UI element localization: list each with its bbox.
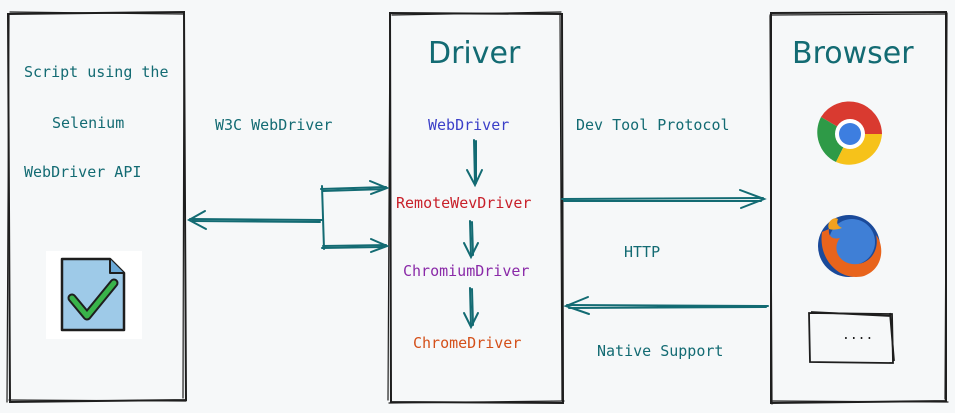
more-browsers-box (808, 311, 895, 364)
native-support-arrow (563, 296, 769, 315)
script-line2: Selenium (52, 114, 125, 132)
driver-title: Driver (428, 36, 521, 71)
devtool-label: Dev Tool Protocol (576, 116, 730, 134)
remote-webdriver-node: RemoteWevDriver (396, 194, 532, 212)
chrome-driver-node: ChromeDriver (413, 334, 522, 352)
devtool-arrow (561, 189, 767, 209)
webdriver-node: WebDriver (428, 116, 510, 134)
firefox-icon (818, 215, 882, 277)
script-box (6, 10, 188, 404)
browser-box (769, 10, 949, 405)
http-label: HTTP (624, 243, 661, 261)
more-browsers-label: .... (842, 328, 874, 343)
chromium-driver-node: ChromiumDriver (403, 262, 530, 280)
script-line3: WebDriver API (24, 163, 142, 181)
browser-title: Browser (792, 36, 914, 71)
w3c-arrows (186, 180, 390, 253)
driver-chain-arrows (463, 139, 483, 330)
w3c-label: W3C WebDriver (215, 116, 333, 134)
script-line1: Script using the (24, 63, 169, 81)
driver-box (387, 11, 565, 405)
document-check-icon (46, 251, 142, 339)
native-support-label: Native Support (597, 342, 724, 360)
chrome-icon (817, 101, 882, 165)
